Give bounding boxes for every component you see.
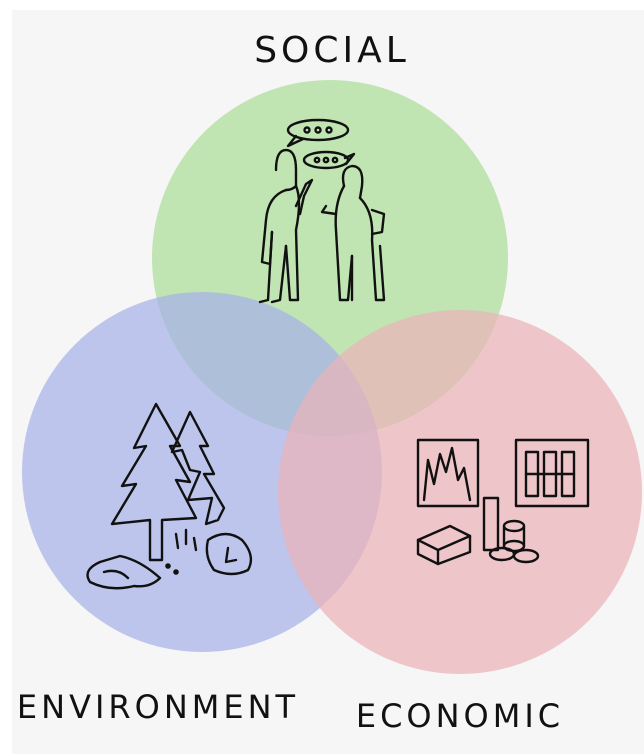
social-label: SOCIAL: [254, 30, 410, 71]
economic-label: ECONOMIC: [356, 697, 564, 735]
environment-label: ENVIRONMENT: [17, 688, 299, 726]
